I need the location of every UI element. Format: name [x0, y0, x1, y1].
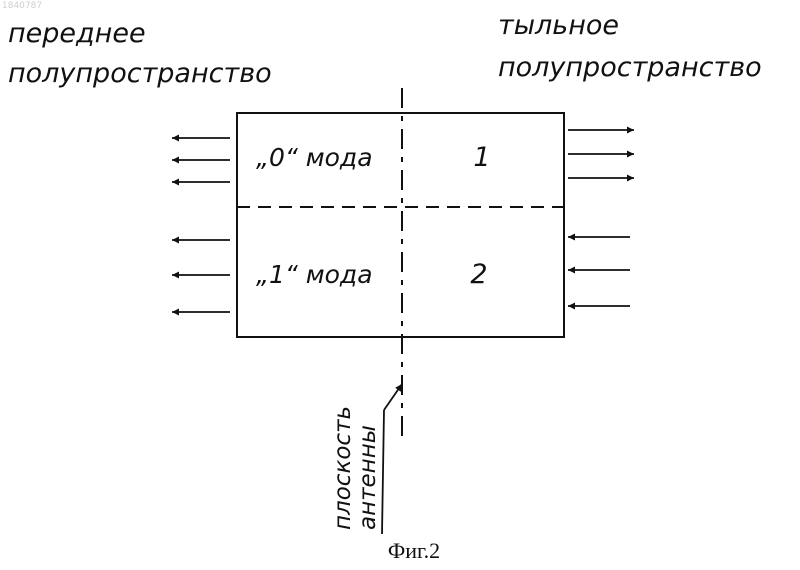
right-incoming-arrows-group [568, 237, 630, 306]
mode1-label: „1“ мода [256, 260, 373, 289]
antenna-plane-label-line1: плоскость [330, 406, 356, 530]
plane-leader-line [382, 410, 384, 534]
rear-halfspace-label-line2: полупространство [498, 52, 762, 83]
left-arrows-group [172, 138, 230, 312]
rear-halfspace-label-line1: тыльное [498, 10, 619, 41]
region-2-label: 2 [470, 259, 487, 290]
region-1-label: 1 [473, 142, 490, 173]
front-halfspace-label-line1: переднее [8, 18, 146, 49]
plane-leader-arrow [384, 384, 402, 410]
mode0-label: „0“ мода [256, 143, 373, 172]
figure-caption: Фиг.2 [388, 538, 440, 563]
watermark-text: 1840787 [2, 1, 42, 11]
antenna-plane-label-line2: антенны [355, 425, 381, 530]
right-outgoing-arrows-group [568, 130, 634, 178]
front-halfspace-label-line2: полупространство [8, 58, 272, 89]
